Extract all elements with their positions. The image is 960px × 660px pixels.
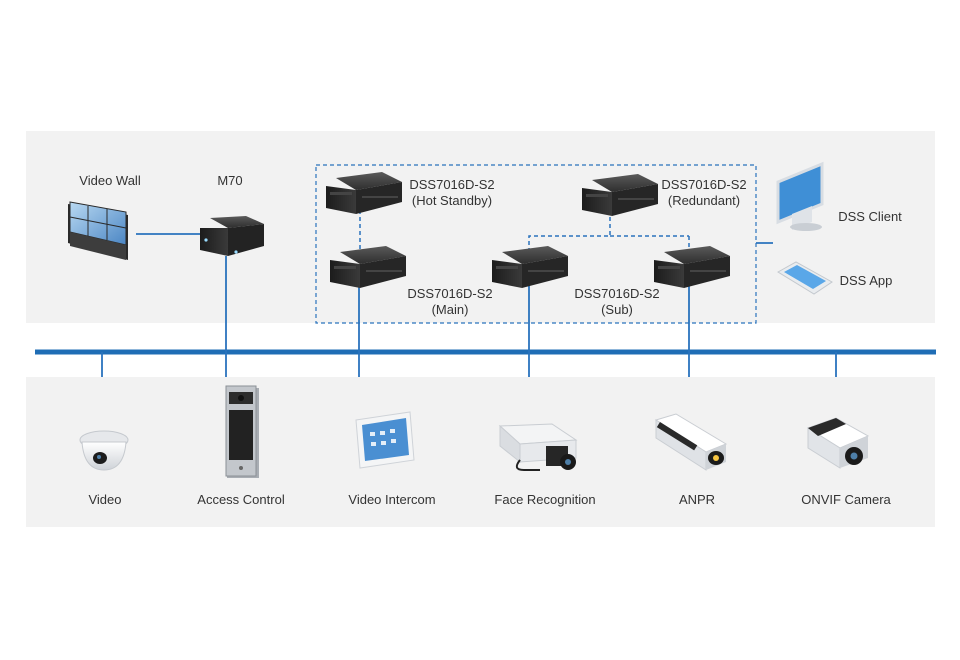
server-icon [326,172,402,214]
hot-standby-label: DSS7016D-S2 (Hot Standby) [402,177,502,209]
video-wall-icon [68,201,128,260]
video-wall-label: Video Wall [79,173,141,188]
box-camera-icon [498,423,578,471]
sub-role: (Sub) [601,302,633,317]
bottom-panel [26,377,935,527]
main-role: (Main) [431,302,469,317]
cluster-links [359,210,690,258]
server-icon [582,174,658,216]
sub-model: DSS7016D-S2 [574,286,660,301]
top-panel [26,131,935,323]
redundant-model: DSS7016D-S2 [661,177,747,192]
server-icon [330,246,406,288]
face-recognition-label: Face Recognition [494,492,596,507]
anpr-camera-icon [654,413,728,471]
smartphone-icon [777,261,833,295]
sub-label: DSS7016D-S2 (Sub) [567,286,667,318]
access-control-label: Access Control [197,492,285,507]
m70-label: M70 [217,173,243,188]
server-icon [654,246,730,288]
anpr-label: ANPR [678,492,716,507]
video-label: Video [88,492,122,507]
redundant-role: (Redundant) [667,193,741,208]
main-model: DSS7016D-S2 [407,286,493,301]
connectors [101,233,837,377]
monitor-icon [776,161,824,231]
dss-client-label: DSS Client [838,209,902,224]
server-icon [200,216,264,256]
indoor-monitor-icon [355,411,415,469]
hot-standby-model: DSS7016D-S2 [409,177,495,192]
server-cluster-boundary [315,164,757,324]
video-intercom-label: Video Intercom [348,492,436,507]
hot-standby-role: (Hot Standby) [411,193,493,208]
dss-app-label: DSS App [839,273,893,288]
redundant-label: DSS7016D-S2 (Redundant) [654,177,754,209]
door-station-icon [225,385,259,478]
main-label: DSS7016D-S2 (Main) [400,286,500,318]
onvif-camera-label: ONVIF Camera [801,492,891,507]
bullet-camera-icon [806,417,870,469]
dome-camera-icon [79,430,129,471]
server-icon [492,246,568,288]
